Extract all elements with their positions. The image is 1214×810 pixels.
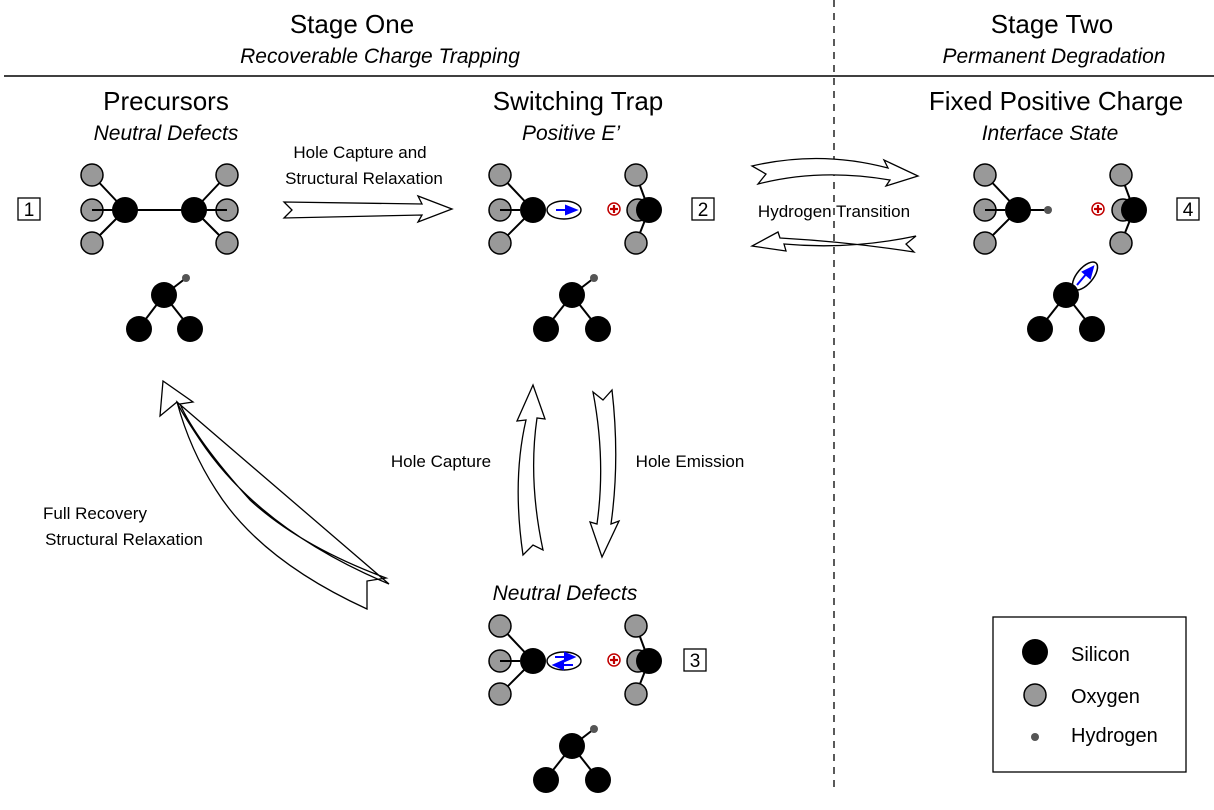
oxygen-atom <box>80 231 104 255</box>
legend-silicon-icon <box>1022 639 1048 665</box>
state-2-badge: 2 <box>691 197 715 221</box>
svg-text:3: 3 <box>690 651 701 672</box>
transition-label-hole-capture-relaxation-1: Hole Capture and <box>293 143 426 162</box>
legend-oxygen-label: Oxygen <box>1071 686 1140 708</box>
arrow-2-to-3-icon <box>588 388 621 559</box>
silicon-atom <box>112 197 138 223</box>
legend-silicon-label: Silicon <box>1071 644 1130 666</box>
state-1-title: Precursors <box>103 86 229 116</box>
silicon-atom <box>126 316 152 342</box>
legend: Silicon Oxygen Hydrogen <box>992 616 1187 773</box>
oxygen-atom <box>80 163 104 187</box>
spin-arrow-icon <box>1081 265 1095 280</box>
silicon-atom <box>151 282 177 308</box>
state-3-molecule <box>488 614 662 793</box>
positive-charge-icon <box>607 653 621 667</box>
arrow-2-to-4-icon <box>750 157 920 188</box>
transition-label-full-recovery-2: Structural Relaxation <box>45 530 203 549</box>
arrow-3-to-1-icon <box>159 379 390 611</box>
arrow-4-to-2-icon <box>749 231 917 253</box>
state-1-subtitle: Neutral Defects <box>94 122 239 145</box>
silicon-atom <box>177 316 203 342</box>
arrow-3-to-2-icon <box>515 383 546 557</box>
oxygen-atom <box>215 163 239 187</box>
legend-hydrogen-label: Hydrogen <box>1071 725 1158 747</box>
paired-spin-icon <box>551 651 577 671</box>
svg-text:4: 4 <box>1183 200 1194 221</box>
legend-hydrogen-icon <box>1031 733 1039 741</box>
svg-text:1: 1 <box>24 200 35 221</box>
state-4-subtitle: Interface State <box>982 122 1119 145</box>
state-1-molecule <box>80 163 239 342</box>
transition-label-hole-capture: Hole Capture <box>391 452 491 471</box>
state-2-title: Switching Trap <box>493 86 664 116</box>
positive-charge-icon <box>1091 202 1105 216</box>
state-3-subtitle: Neutral Defects <box>493 582 638 605</box>
svg-text:2: 2 <box>698 200 709 221</box>
state-4-title: Fixed Positive Charge <box>929 86 1183 116</box>
state-4-badge: 4 <box>1176 197 1200 221</box>
state-4-molecule <box>973 163 1147 342</box>
stage-two-title: Stage Two <box>991 9 1113 39</box>
transition-label-hydrogen: Hydrogen Transition <box>758 202 910 221</box>
state-2-molecule <box>488 163 662 342</box>
silicon-atom <box>181 197 207 223</box>
hydrogen-atom <box>182 274 190 282</box>
transition-label-hole-capture-relaxation-2: Structural Relaxation <box>285 169 443 188</box>
positive-charge-icon <box>607 202 621 216</box>
transition-label-hole-emission: Hole Emission <box>636 452 745 471</box>
stage-one-title: Stage One <box>290 9 414 39</box>
legend-oxygen-icon <box>1023 683 1047 707</box>
state-2-subtitle: Positive E’ <box>522 122 620 145</box>
spin-arrow-icon <box>565 204 579 216</box>
state-1-badge: 1 <box>17 197 41 221</box>
stage-one-subtitle: Recoverable Charge Trapping <box>240 45 520 68</box>
state-3-badge: 3 <box>683 648 707 672</box>
arrow-1-to-2-icon <box>282 194 454 224</box>
transition-label-full-recovery-1: Full Recovery <box>43 504 147 523</box>
stage-two-subtitle: Permanent Degradation <box>943 45 1166 68</box>
oxygen-atom <box>215 231 239 255</box>
